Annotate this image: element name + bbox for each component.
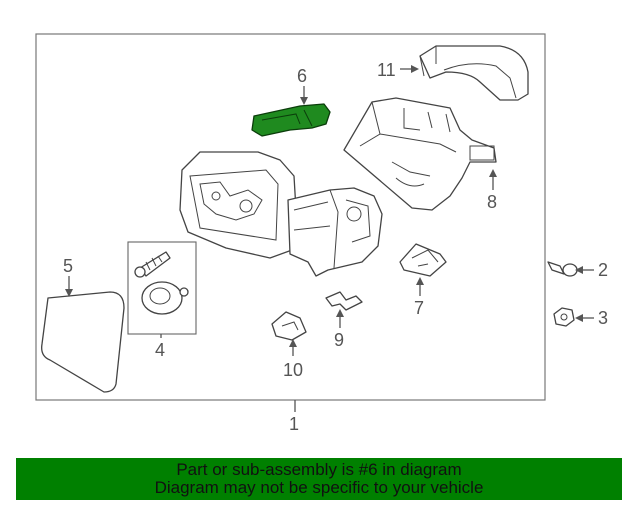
callout-11: 11 xyxy=(377,60,396,80)
part-3-nut[interactable] xyxy=(553,307,575,327)
parts-diagram: 6 11 8 5 4 2 3 7 9 10 1 xyxy=(35,33,608,434)
part-6-highlighted[interactable] xyxy=(251,103,331,137)
callout-4: 4 xyxy=(155,340,165,360)
callout-1: 1 xyxy=(289,414,299,434)
part-9-clip[interactable] xyxy=(325,291,363,311)
part-4-motor-group[interactable] xyxy=(127,241,197,335)
callout-8: 8 xyxy=(487,192,497,212)
callout-2: 2 xyxy=(598,260,608,280)
callout-5: 5 xyxy=(63,256,73,276)
callout-3: 3 xyxy=(598,308,608,328)
mirror-housing-assembly[interactable] xyxy=(179,151,383,277)
part-2-screw[interactable] xyxy=(547,261,578,277)
leader-lines xyxy=(65,65,594,412)
callout-6: 6 xyxy=(297,66,307,86)
callout-9: 9 xyxy=(334,330,344,350)
part-8-mirror-bracket[interactable] xyxy=(343,97,497,211)
banner-line-2: Diagram may not be specific to your vehi… xyxy=(154,478,484,497)
part-11-mirror-cap[interactable] xyxy=(419,45,529,101)
part-10-bracket[interactable] xyxy=(271,311,307,341)
info-banner: Part or sub-assembly is #6 in diagram Di… xyxy=(16,458,622,500)
banner-line-1: Part or sub-assembly is #6 in diagram xyxy=(176,460,462,479)
callout-10: 10 xyxy=(283,360,303,380)
part-7-clip[interactable] xyxy=(399,243,447,277)
callout-7: 7 xyxy=(414,298,424,318)
diagram-frame xyxy=(35,33,546,401)
part-5-mirror-glass[interactable] xyxy=(41,291,125,393)
